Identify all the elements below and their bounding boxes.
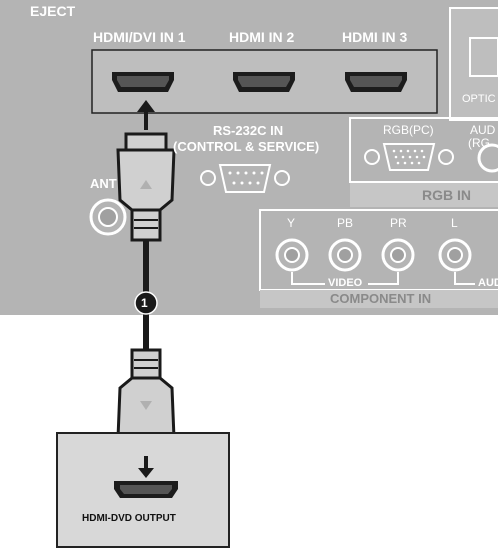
hdmi-port-1-label: HDMI/DVI IN 1 <box>93 29 186 45</box>
hdmi-port-1-icon <box>112 72 174 92</box>
component-in-label: COMPONENT IN <box>330 291 432 306</box>
audio-rgb-label-line1: AUD <box>470 123 496 137</box>
hdmi-port-2-icon <box>233 72 295 92</box>
optical-port-icon <box>469 37 498 77</box>
hdmi-dvd-output-label: HDMI-DVD OUTPUT <box>82 513 176 524</box>
insert-arrow-down-icon <box>138 456 154 478</box>
audio-rgb-jack-icon <box>477 143 498 173</box>
eject-label: EJECT <box>30 3 76 19</box>
component-y-label: Y <box>287 216 296 230</box>
optical-frame <box>449 7 498 121</box>
audio-label: AUDI <box>478 277 498 289</box>
hdmi-port-2-label: HDMI IN 2 <box>229 29 295 45</box>
audio-l-label: L <box>451 216 458 230</box>
component-pb-jack-icon <box>328 238 362 272</box>
rgb-in-label-bar <box>350 183 498 207</box>
audio-rgb-label-line2: (RG <box>468 136 490 150</box>
rs232-label-line2: (CONTROL & SERVICE) <box>173 139 320 154</box>
component-pr-label: PR <box>390 216 407 230</box>
dvd-hdmi-output-port-icon <box>114 481 178 498</box>
hdmi-port-3-icon <box>345 72 407 92</box>
component-y-jack-icon <box>275 238 309 272</box>
hdmi-port-3-label: HDMI IN 3 <box>342 29 408 45</box>
upper-hdmi-connector-icon <box>116 132 176 242</box>
antenna-label: ANT <box>90 176 117 191</box>
component-in-label-bar <box>260 290 498 308</box>
rgb-pc-label: RGB(PC) <box>383 123 434 137</box>
rs232-port-icon <box>200 164 290 193</box>
rgb-in-frame <box>349 117 498 183</box>
optical-label: OPTIC <box>462 93 496 105</box>
audio-l-jack-icon <box>438 238 472 272</box>
audio-bracket <box>454 272 475 285</box>
antenna-jack-icon <box>89 198 127 236</box>
insert-arrow-up-icon <box>137 100 155 130</box>
rs232-label-line1: RS-232C IN <box>213 123 284 138</box>
video-bracket-right <box>368 272 399 285</box>
component-pb-label: PB <box>337 216 354 230</box>
video-bracket-left <box>291 272 325 285</box>
rgb-pc-port-icon <box>364 143 454 171</box>
video-label: VIDEO <box>328 277 363 289</box>
step-number-label: 1 <box>141 296 148 310</box>
step-number-badge <box>134 291 158 315</box>
component-pr-jack-icon <box>381 238 415 272</box>
rgb-in-label: RGB IN <box>422 187 471 203</box>
